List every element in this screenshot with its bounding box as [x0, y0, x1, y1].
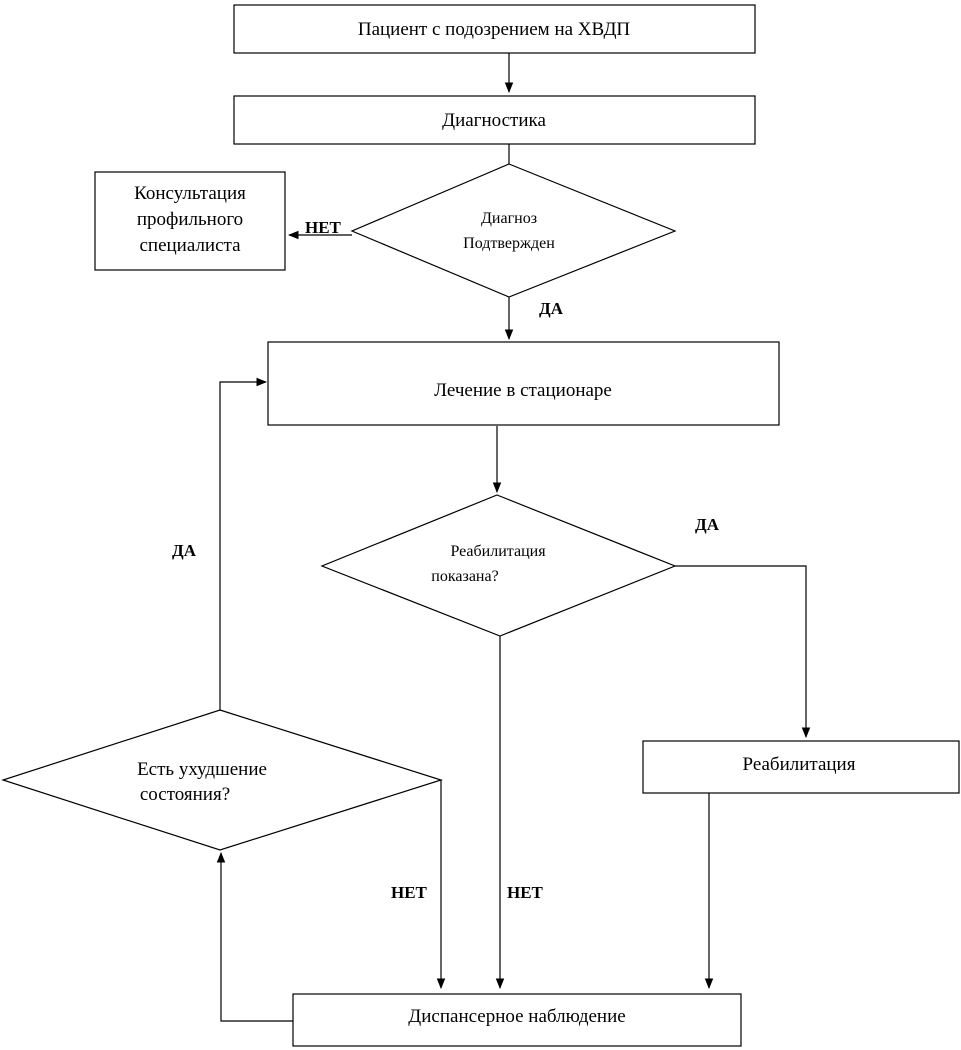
label-diag-yes: ДА: [539, 299, 564, 318]
dispensary-text: Диспансерное наблюдение: [408, 1006, 625, 1027]
label-rehab-no: НЕТ: [507, 883, 544, 902]
node-rehab-indicated: Реабилитация показана?: [320, 494, 677, 637]
node-hospital-treatment: Лечение в стационаре: [267, 341, 780, 426]
worsening-line-1: Есть ухудшение: [137, 759, 267, 780]
dispensary-box: [292, 993, 742, 1047]
diagnosis-confirmed-diamond: [350, 163, 677, 298]
diagnosis-confirmed-line-2: Подтвержден: [463, 235, 555, 252]
consultation-line-2: профильного: [137, 209, 243, 230]
node-worsening: Есть ухудшение состояния?: [1, 709, 443, 851]
label-diag-no: НЕТ: [305, 218, 342, 237]
diagnosis-confirmed-line-1: Диагноз: [481, 210, 537, 227]
rehabilitation-box: [642, 740, 960, 794]
diagnostics-box: [233, 95, 756, 145]
label-worsen-no: НЕТ: [391, 883, 428, 902]
patient-text: Пациент с подозрением на ХВДП: [358, 19, 631, 40]
hospital-treatment-text: Лечение в стационаре: [434, 380, 612, 401]
arrow-worsening-yes-to-treatment: [219, 377, 268, 710]
worsening-line-2: состояния?: [140, 784, 230, 805]
consultation-box: [94, 171, 286, 271]
consultation-line-3: специалиста: [139, 235, 241, 256]
node-consultation: Консультация профильного специалиста: [94, 171, 286, 271]
arrow-rehab-yes-to-rehabilitation: [675, 565, 811, 739]
consultation-line-1: Консультация: [134, 183, 246, 204]
rehab-indicated-line-2: показана?: [431, 568, 498, 585]
connectors: [216, 53, 811, 1022]
patient-box: [233, 4, 756, 54]
node-diagnosis-confirmed: Диагноз Подтвержден: [350, 163, 677, 298]
rehabilitation-text: Реабилитация: [743, 754, 856, 775]
worsening-diamond: [1, 709, 443, 851]
rehab-indicated-diamond: [320, 494, 677, 637]
node-rehabilitation: Реабилитация: [642, 740, 960, 794]
hospital-treatment-box: [267, 341, 780, 426]
rehab-indicated-line-1: Реабилитация: [450, 543, 546, 560]
node-dispensary: Диспансерное наблюдение: [292, 993, 742, 1047]
node-diagnostics: Диагностика: [233, 95, 756, 145]
edge-labels: НЕТ ДА ДА ДА НЕТ НЕТ: [172, 218, 720, 902]
label-rehab-yes: ДА: [695, 515, 720, 534]
diagnostics-text: Диагностика: [442, 110, 546, 131]
arrow-dispensary-to-worsening: [216, 851, 293, 1022]
node-patient: Пациент с подозрением на ХВДП: [233, 4, 756, 54]
label-worsen-yes: ДА: [172, 541, 197, 560]
